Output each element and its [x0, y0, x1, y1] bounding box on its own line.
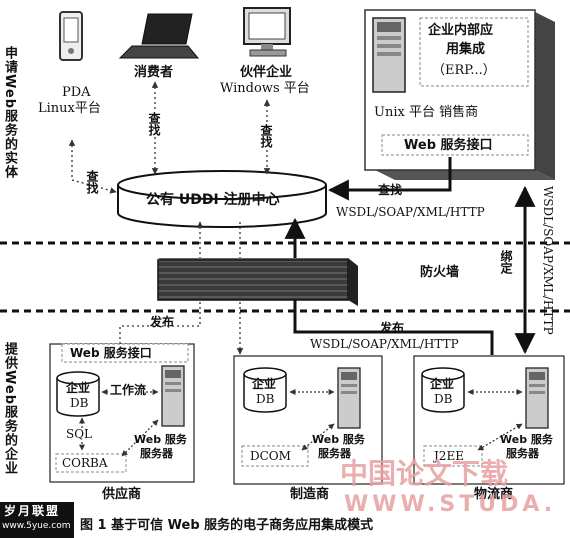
manufacturer-dcom-label: DCOM — [250, 449, 291, 463]
logistics-arrow-j2ee — [477, 423, 523, 451]
supplier-name: 供应商 — [102, 487, 142, 502]
manufacturer-server-line1: Web 服务 — [312, 433, 365, 446]
watermark-url: WWW.STUDA. — [344, 492, 557, 517]
find-label-consumer: 查找 — [147, 112, 161, 136]
laptop-icon — [118, 13, 200, 59]
manufacturer-arrow-dcom — [301, 423, 335, 451]
supplier-sql-label: SQL — [66, 427, 93, 441]
logistics-server-line2: 服务器 — [506, 447, 539, 460]
manufacturer-db-cylinder — [243, 367, 287, 413]
logistics-j2ee-label: J2EE — [434, 449, 464, 463]
figure-caption: 图 1 基于可信 Web 服务的电子商务应用集成模式 — [80, 518, 374, 533]
logistics-db-cylinder — [421, 367, 465, 413]
manufacturer-db-line1: 企业 — [252, 377, 277, 391]
logistics-server-icon — [525, 367, 549, 429]
logistics-db-line1: 企业 — [430, 377, 455, 391]
find-arrow-pda — [68, 139, 117, 194]
supplier-server-icon — [161, 365, 185, 427]
supplier-workflow-label: 工作流 — [110, 383, 147, 397]
pda-icon — [59, 11, 83, 61]
wsdl-label-bottom: WSDL/SOAP/XML/HTTP — [310, 337, 459, 351]
supplier-db-line2: DB — [70, 396, 89, 410]
pda-platform-label: Linux平台 — [38, 101, 101, 116]
erp-title-line2: 用集成 — [446, 42, 486, 57]
find-arrow-erp — [327, 157, 452, 201]
firewall-label: 防火墙 — [420, 265, 460, 280]
publish-label-left: 发布 — [150, 315, 175, 329]
erp-server-icon — [372, 17, 406, 93]
supplier-web-interface: Web 服务接口 — [70, 346, 152, 360]
wsdl-label-vertical: WSDL/SOAP/XML/HTTP — [541, 186, 555, 335]
watermark-logo-url: www.5yue.com — [2, 521, 71, 531]
find-label-erp: 查找 — [378, 183, 403, 197]
supplier-db-cylinder — [56, 371, 100, 417]
side-label-requesters: 申请Web服务的实体 — [2, 46, 17, 179]
firewall — [157, 258, 358, 306]
publish-label-right: 发布 — [380, 321, 405, 335]
manufacturer-db-line2: DB — [256, 392, 275, 406]
manufacturer-server-icon — [337, 367, 361, 429]
logistics-db-line2: DB — [434, 392, 453, 406]
consumer-label: 消费者 — [134, 65, 174, 80]
find-label-pda: 查找 — [85, 170, 99, 194]
supplier-arrow-corba — [121, 419, 159, 457]
supplier-server-line2: 服务器 — [140, 447, 173, 460]
manufacturer-name: 制造商 — [290, 487, 330, 502]
uddi-registry — [117, 170, 327, 228]
erp-title-line3: （ERP...） — [432, 63, 496, 78]
side-label-providers: 提供Web服务的企业 — [2, 342, 17, 475]
supplier-corba-label: CORBA — [62, 456, 108, 470]
logistics-name: 物流商 — [474, 487, 514, 502]
watermark-logo-bg — [0, 502, 74, 538]
wsdl-label-top: WSDL/SOAP/XML/HTTP — [336, 205, 485, 219]
monitor-icon — [243, 7, 291, 57]
supplier-db-line1: 企业 — [66, 381, 91, 395]
watermark-logo-text: 岁月联盟 — [4, 504, 61, 518]
pda-label: PDA — [62, 85, 91, 100]
watermark-cn: 中国论文下载 — [340, 457, 509, 490]
bind-label: 绑定 — [499, 250, 513, 274]
erp-title-line1: 企业内部应 — [428, 23, 494, 38]
manufacturer-server-line2: 服务器 — [318, 447, 351, 460]
partner-platform-label: Windows 平台 — [220, 81, 310, 96]
partner-label: 伙伴企业 — [240, 65, 293, 80]
logistics-server-line1: Web 服务 — [500, 433, 553, 446]
uddi-label: 公有 UDDI 注册中心 — [146, 192, 280, 208]
find-label-partner: 查找 — [259, 124, 273, 148]
erp-web-interface: Web 服务接口 — [404, 138, 493, 153]
supplier-server-line1: Web 服务 — [134, 433, 187, 446]
erp-platform-label: Unix 平台 销售商 — [374, 105, 479, 120]
